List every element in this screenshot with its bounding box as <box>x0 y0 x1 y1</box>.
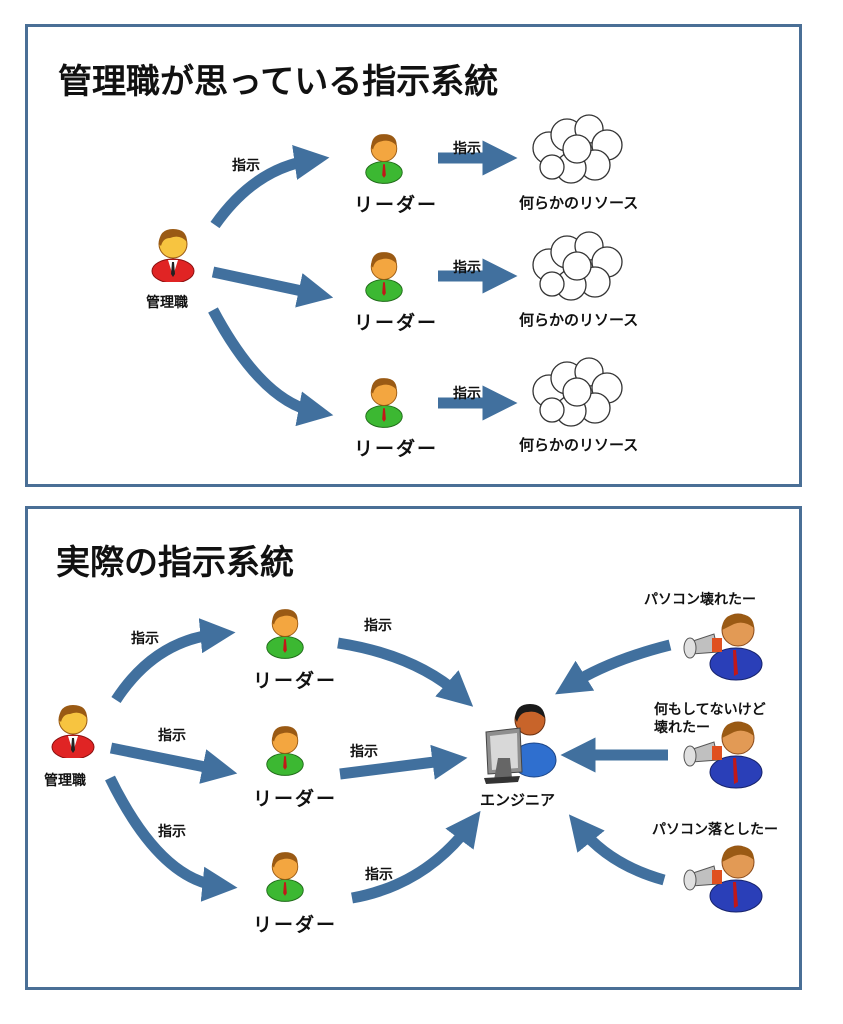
panel1-resource-2-label: 何らかのリソース <box>519 311 639 329</box>
leader-icon <box>365 378 403 428</box>
panel2-leader-1-arrow-label: 指示 <box>364 618 392 634</box>
panel1-leader-3-arrow-label: 指示 <box>453 386 481 402</box>
panel1-title: 管理職が思っている指示系統 <box>58 62 499 102</box>
manager-icon <box>151 229 195 282</box>
cloud-icon <box>532 231 623 301</box>
panel-actual-chain <box>25 506 802 990</box>
panel1-leader-1-label: リーダー <box>354 194 439 216</box>
arrow2-complainer-engineer-1 <box>555 639 672 695</box>
arrow2-leader-engineer-3 <box>351 810 481 904</box>
complainer-2-speech-line2: 壊れたー <box>654 720 710 736</box>
arrow2-complainer-engineer-3 <box>568 814 666 886</box>
panel1-leader-1-arrow-label: 指示 <box>453 141 481 157</box>
panel1-manager-label: 管理職 <box>146 295 188 311</box>
arrow2-leader-engineer-2 <box>339 744 468 780</box>
panel2-leader-2-label: リーダー <box>253 788 338 810</box>
panel2-leader-3-arrow-label: 指示 <box>365 867 393 883</box>
arrow-manager-leader-3 <box>208 307 334 427</box>
arrow2-leader-engineer-1 <box>337 637 474 707</box>
arrow2-manager-leader-1 <box>111 618 236 704</box>
panel-perceived-chain <box>25 24 802 487</box>
panel2-manager-arrow-label-3: 指示 <box>158 824 186 840</box>
arrow2-manager-leader-3 <box>105 775 238 902</box>
panel1-resource-3-label: 何らかのリソース <box>519 436 639 454</box>
complainer-3-speech: パソコン落としたー <box>652 822 778 838</box>
panel2-title: 実際の指示系統 <box>56 543 294 583</box>
leader-icon <box>266 726 304 776</box>
panel2-leader-1-label: リーダー <box>253 670 338 692</box>
leader-icon <box>266 609 304 659</box>
panel1-instruction-label: 指示 <box>232 158 260 174</box>
panel1-leader-3-label: リーダー <box>354 438 439 460</box>
arrow-manager-leader-1 <box>210 145 330 229</box>
arrow-manager-leader-2 <box>211 266 334 308</box>
panel1-leader-2-arrow-label: 指示 <box>453 260 481 276</box>
leader-icon <box>365 252 403 302</box>
engineer-label: エンジニア <box>480 791 556 809</box>
cloud-icon <box>532 114 623 184</box>
engineer-at-computer-icon <box>484 704 557 784</box>
panel2-manager-arrow-label-2: 指示 <box>158 728 186 744</box>
panel2-leader-2-arrow-label: 指示 <box>350 744 378 760</box>
cloud-icon <box>532 357 623 427</box>
panel2-leader-3-label: リーダー <box>253 914 338 936</box>
megaphone-person-icon <box>683 845 763 913</box>
panel2-manager-label: 管理職 <box>44 773 86 789</box>
complainer-1-speech: パソコン壊れたー <box>644 592 756 608</box>
panel1-leader-2-label: リーダー <box>354 312 439 334</box>
leader-icon <box>365 134 403 184</box>
leader-icon <box>266 852 304 902</box>
arrow2-manager-leader-2 <box>109 742 238 784</box>
complainer-2-speech-line1: 何もしてないけど <box>654 702 766 718</box>
panel2-manager-arrow-label-1: 指示 <box>131 631 159 647</box>
megaphone-person-icon <box>683 721 763 789</box>
panel1-resource-1-label: 何らかのリソース <box>519 194 639 212</box>
megaphone-person-icon <box>683 613 763 681</box>
manager-icon <box>51 705 95 758</box>
